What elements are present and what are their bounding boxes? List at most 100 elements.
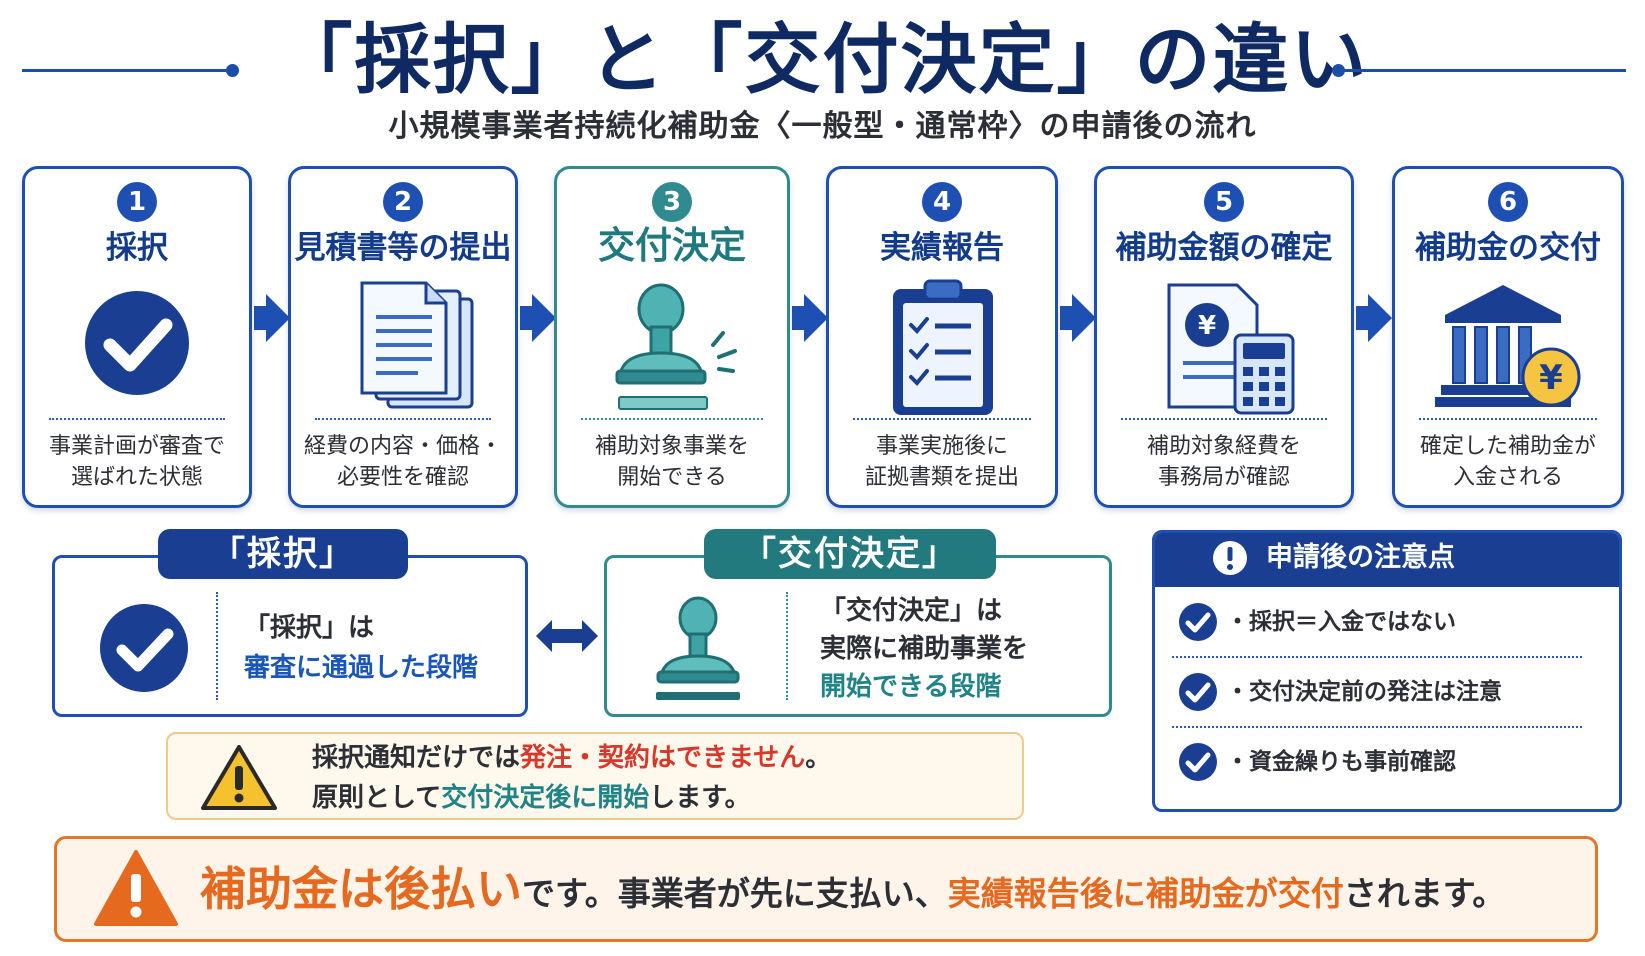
saitaku-line2: 審査に通過した段階 bbox=[244, 653, 479, 683]
notes-panel bbox=[1152, 530, 1622, 812]
note-item: ・交付決定前の発注は注意 bbox=[1226, 679, 1502, 705]
warning-box bbox=[166, 732, 1024, 820]
kofu-line2: 実際に補助事業を bbox=[820, 634, 1029, 664]
flow-arrow-1-stem bbox=[254, 306, 268, 330]
divider bbox=[853, 418, 1031, 420]
warning-text-part: 。 bbox=[805, 743, 832, 773]
title-rule-left-dot bbox=[226, 64, 239, 77]
kofu-line1: 「交付決定」は bbox=[820, 596, 1003, 626]
step-description: 事業実施後に 証拠書類を提出 bbox=[829, 431, 1055, 493]
clipboard-icon bbox=[893, 279, 993, 415]
flow-arrow-3-stem bbox=[792, 306, 806, 330]
step-desc-line: 経費の内容・価格・ bbox=[303, 434, 502, 459]
bottom-warning-emphasis: 実績報告後に補助金が交付 bbox=[947, 874, 1344, 913]
bottom-warning-text: 補助金は後払いです。事業者が先に支払い、実績報告後に補助金が交付されます。 bbox=[200, 856, 1505, 933]
step-title: 交付決定 bbox=[598, 224, 746, 267]
warning-text-part: 原則として bbox=[312, 783, 442, 813]
note-item: ・資金繰りも事前確認 bbox=[1226, 749, 1456, 775]
documents-icon bbox=[360, 281, 474, 409]
warning-emphasis: 発注・契約はできません bbox=[520, 743, 806, 773]
step-description: 確定した補助金が 入金される bbox=[1395, 431, 1621, 493]
svg-text:¥: ¥ bbox=[1539, 358, 1563, 398]
divider bbox=[581, 418, 763, 420]
check-circle-icon bbox=[1179, 603, 1217, 641]
step-desc-line: 開始できる bbox=[617, 465, 727, 490]
step-desc-line: 証拠書類を提出 bbox=[864, 465, 1019, 490]
flow-arrow-icon bbox=[1072, 294, 1096, 342]
check-circle-icon bbox=[100, 604, 188, 692]
divider bbox=[1172, 726, 1582, 728]
divider bbox=[315, 418, 491, 420]
step-desc-line: 事務局が確認 bbox=[1157, 465, 1290, 490]
flow-arrow-2-stem bbox=[520, 306, 534, 330]
step-card-2: 2 見積書等の提出 経費の内容・価格・ 必要性を確認 bbox=[288, 166, 518, 508]
warning-emphasis: 交付決定後に開始 bbox=[441, 783, 650, 813]
warning-text-part: します。 bbox=[649, 783, 751, 813]
warning-text: 採択通知だけでは発注・契約はできません。 原則として交付決定後に開始します。 bbox=[312, 738, 831, 818]
step-number: 6 bbox=[1488, 182, 1528, 222]
bottom-warning-emphasis: 補助金は後払い bbox=[200, 862, 522, 916]
step-desc-line: 補助対象事業を bbox=[594, 434, 749, 459]
step-number: 3 bbox=[652, 182, 692, 222]
step-desc-line: 入金される bbox=[1452, 465, 1563, 490]
step-card-5: 5 補助金額の確定 ¥ 補助対象経費を 事務局が確認 bbox=[1094, 166, 1354, 508]
check-circle-icon bbox=[1179, 673, 1217, 711]
step-title: 補助金の交付 bbox=[1415, 230, 1601, 266]
warning-line-1: 採択通知だけでは発注・契約はできません。 bbox=[312, 738, 831, 778]
flow-arrow-icon bbox=[532, 294, 556, 342]
step-title: 補助金額の確定 bbox=[1115, 230, 1333, 266]
step-description: 補助対象事業を 開始できる bbox=[557, 431, 787, 493]
warning-line-2: 原則として交付決定後に開始します。 bbox=[312, 778, 831, 818]
warning-triangle-icon bbox=[94, 850, 178, 926]
flow-arrow-4-stem bbox=[1060, 306, 1074, 330]
saitaku-line1: 「採択」は bbox=[244, 613, 375, 643]
step-desc-line: 選ばれた状態 bbox=[70, 465, 203, 490]
saitaku-text: 「採択」は 審査に通過した段階 bbox=[244, 608, 478, 688]
warning-triangle-icon bbox=[201, 745, 277, 810]
exclamation-icon bbox=[1213, 541, 1247, 575]
divider bbox=[216, 592, 218, 700]
flow-arrow-5-stem bbox=[1356, 306, 1370, 330]
bottom-warning-part: です。事業者が先に支払い、 bbox=[522, 874, 948, 913]
title-rule-right bbox=[1338, 69, 1626, 72]
invoice-calculator-icon: ¥ bbox=[1167, 283, 1295, 415]
notes-title: 申請後の注意点 bbox=[1266, 542, 1455, 573]
kofu-text: 「交付決定」は 実際に補助事業を 開始できる段階 bbox=[820, 592, 1028, 706]
svg-text:¥: ¥ bbox=[1198, 311, 1216, 341]
step-number: 5 bbox=[1204, 182, 1244, 222]
bottom-warning-part: されます。 bbox=[1343, 874, 1506, 913]
step-card-3: 3 交付決定 補助対象事業を 開始できる bbox=[554, 166, 790, 508]
flow-arrow-icon bbox=[266, 294, 290, 342]
flow-arrow-icon bbox=[804, 294, 828, 342]
check-circle-icon bbox=[1179, 743, 1217, 781]
step-number: 1 bbox=[117, 182, 157, 222]
kofu-line3: 開始できる段階 bbox=[820, 672, 1002, 702]
step-description: 事業計画が審査で 選ばれた状態 bbox=[25, 431, 249, 493]
step-card-1: 1 採択 事業計画が審査で 選ばれた状態 bbox=[22, 166, 252, 508]
warning-text-part: 採択通知だけでは bbox=[312, 743, 521, 773]
divider bbox=[49, 418, 225, 420]
flow-arrow-icon bbox=[1368, 294, 1392, 342]
title-rule-right-dot bbox=[1332, 64, 1345, 77]
step-card-6: 6 補助金の交付 ¥ 確定した補助金が 入金される bbox=[1392, 166, 1624, 508]
step-desc-line: 確定した補助金が bbox=[1419, 434, 1596, 459]
divider bbox=[1419, 418, 1597, 420]
step-number: 2 bbox=[383, 182, 423, 222]
note-item: ・採択＝入金ではない bbox=[1226, 609, 1456, 635]
step-title: 採択 bbox=[106, 230, 168, 266]
divider bbox=[1121, 418, 1327, 420]
step-card-4: 4 実績報告 事業実施後に 証拠書類を提出 bbox=[826, 166, 1058, 508]
kofu-tab: 「交付決定」 bbox=[704, 529, 996, 579]
step-title: 見積書等の提出 bbox=[294, 230, 512, 266]
step-title: 実績報告 bbox=[880, 230, 1004, 266]
bank-yen-icon: ¥ bbox=[1435, 285, 1581, 407]
saitaku-tab: 「採択」 bbox=[158, 529, 408, 579]
page-subtitle: 小規模事業者持続化補助金〈一般型・通常枠〉の申請後の流れ bbox=[388, 109, 1257, 144]
divider bbox=[1172, 656, 1582, 658]
check-circle-icon bbox=[85, 291, 189, 395]
step-desc-line: 事業計画が審査で bbox=[48, 434, 225, 459]
page-title: 「採択」と「交付決定」の違い bbox=[276, 15, 1369, 104]
step-description: 補助対象経費を 事務局が確認 bbox=[1097, 431, 1351, 493]
bottom-warning-banner bbox=[54, 836, 1598, 942]
step-description: 経費の内容・価格・ 必要性を確認 bbox=[291, 431, 515, 493]
